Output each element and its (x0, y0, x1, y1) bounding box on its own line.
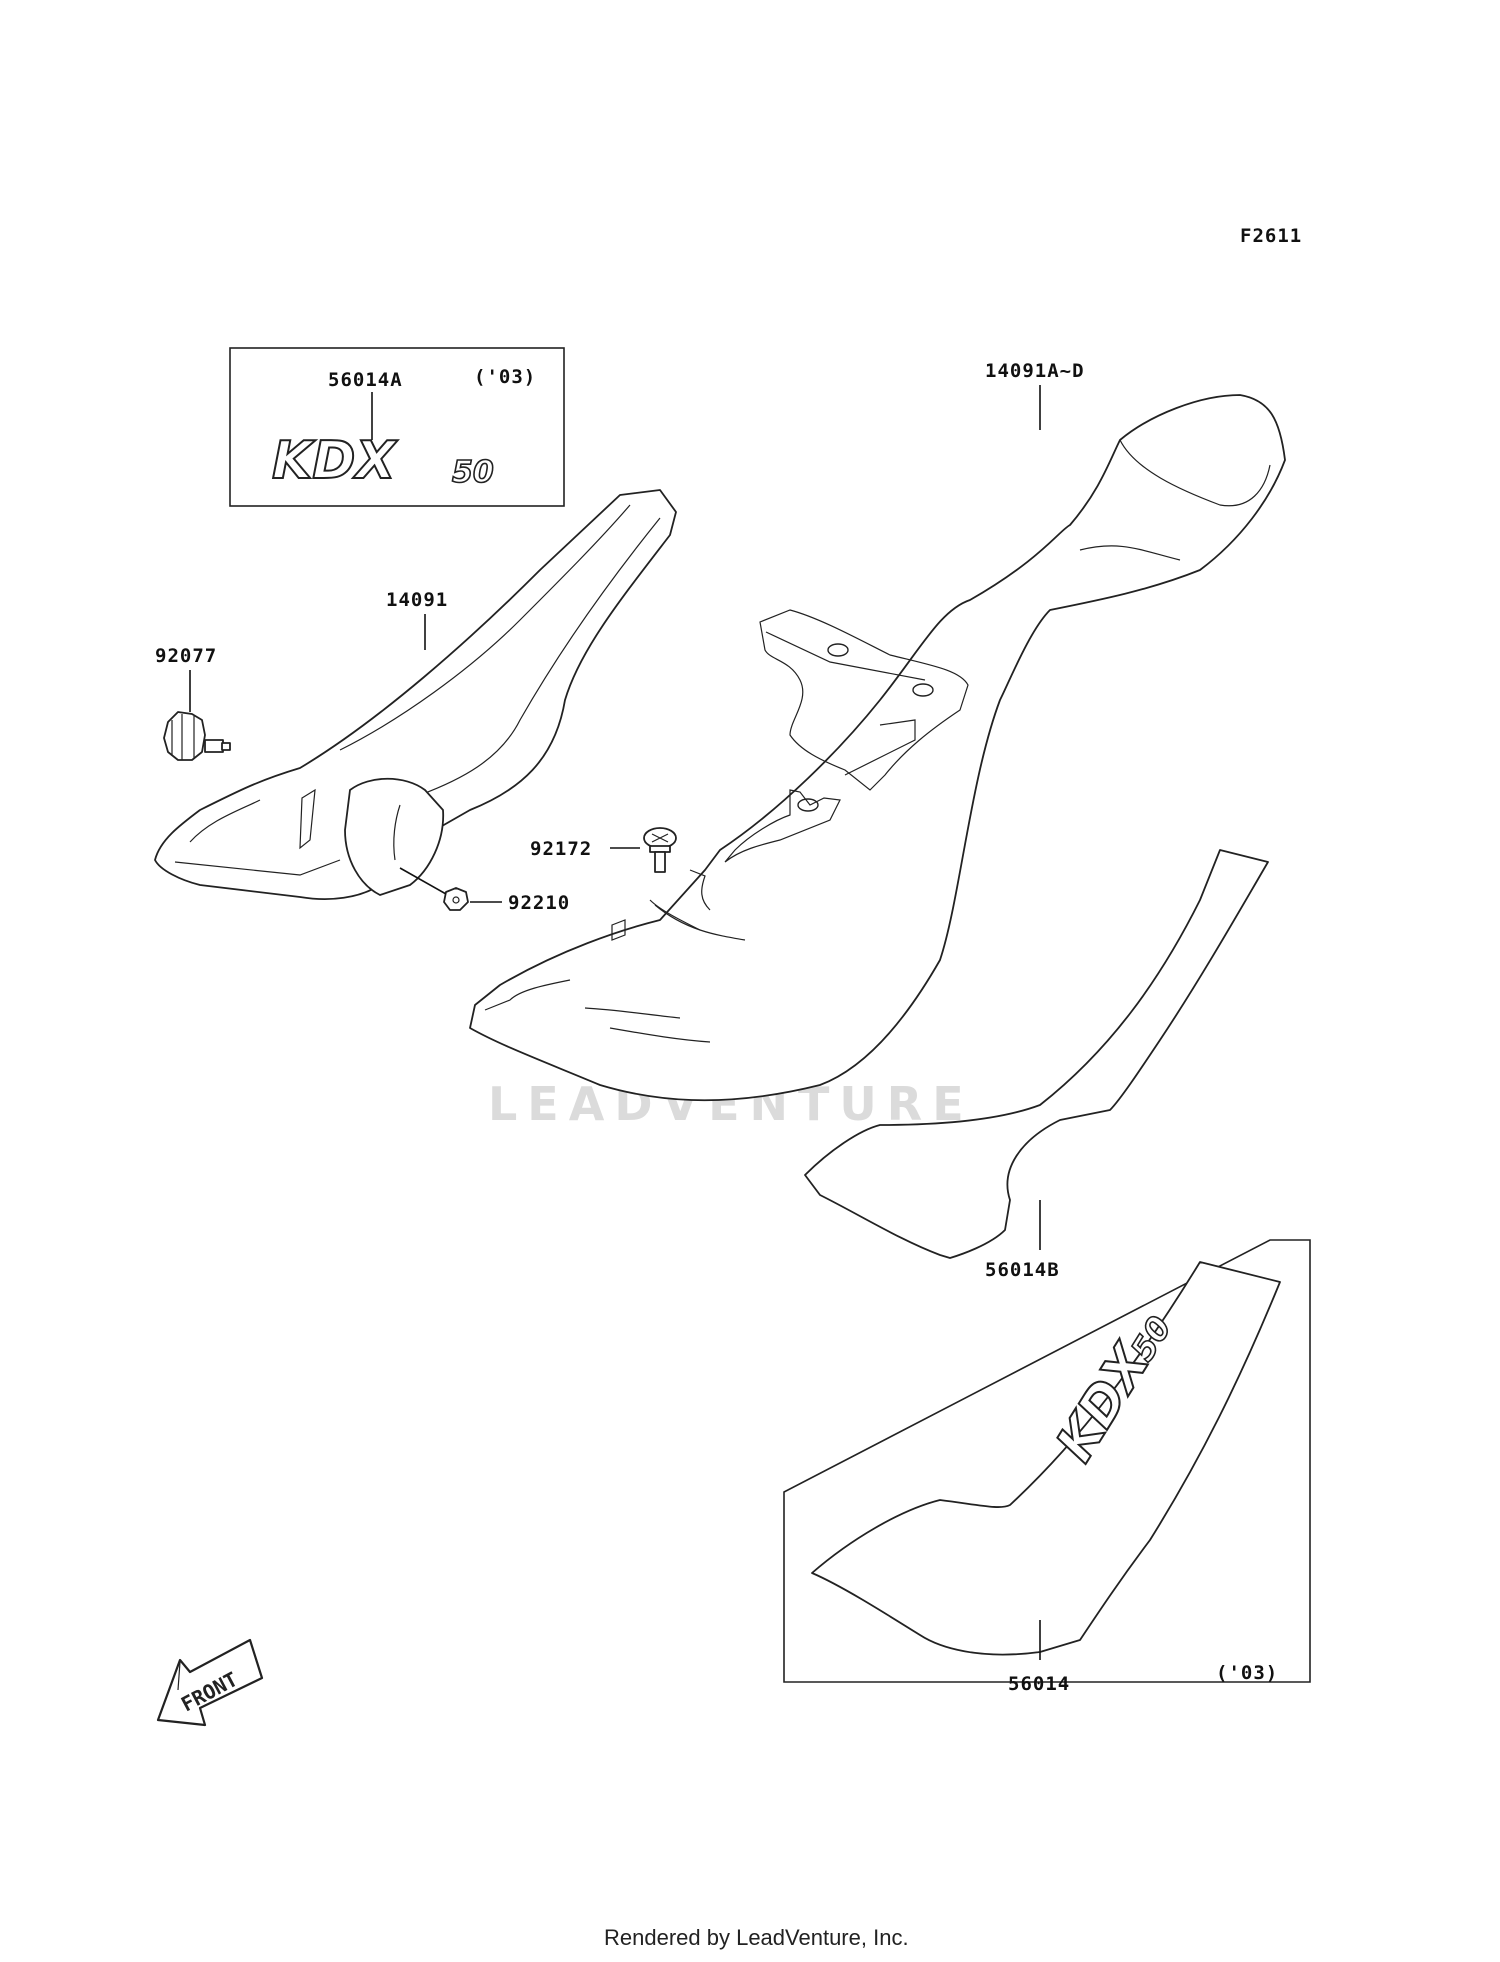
label-56014B[interactable]: 56014B (985, 1259, 1060, 1281)
label-14091A-D[interactable]: 14091A~D (985, 360, 1085, 382)
left-side-cover-14091[interactable] (154, 489, 677, 900)
label-56014A[interactable]: 56014A (328, 369, 403, 391)
bolt-92172[interactable] (643, 827, 677, 873)
decal-text-kdx: KDX (272, 431, 398, 491)
label-14091[interactable]: 14091 (386, 589, 448, 611)
decal-text-50: 50 (452, 455, 494, 490)
footer-rendered-by: Rendered by LeadVenture, Inc. (604, 1925, 909, 1950)
year-note-top: ('03) (474, 366, 536, 388)
figure-code: F2611 (1240, 225, 1302, 247)
seat-side-decal-56014B[interactable] (804, 849, 1269, 1259)
label-92077[interactable]: 92077 (155, 645, 217, 667)
decal-box-56014A (229, 347, 565, 507)
label-92172[interactable]: 92172 (530, 838, 592, 860)
label-56014[interactable]: 56014 (1008, 1673, 1070, 1695)
nut-92210[interactable] (443, 887, 469, 911)
knob-screw-92077[interactable] (163, 711, 231, 761)
seat-decal-56014[interactable]: KDX 50 (811, 1261, 1281, 1656)
rear-cover-14091A-D[interactable] (469, 394, 1286, 1102)
kdx50-decal-logo: KDX 50 (271, 430, 495, 492)
decal-box-56014 (783, 1239, 1311, 1683)
front-direction-arrow: FRONT (156, 1638, 264, 1727)
label-92210[interactable]: 92210 (508, 892, 570, 914)
year-note-bottom: ('03) (1216, 1662, 1278, 1684)
